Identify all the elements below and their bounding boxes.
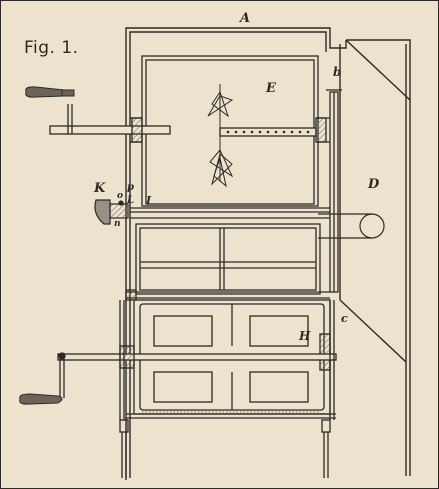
lower-crank-handle[interactable]	[19, 393, 63, 405]
label-c: c	[341, 312, 348, 325]
label-l: L	[126, 195, 134, 206]
label-p: p	[127, 182, 134, 193]
fan-paddles	[207, 84, 234, 188]
base-legs	[119, 300, 336, 478]
door-panel	[326, 89, 342, 293]
middle-tray	[125, 223, 330, 301]
pulley-wheel[interactable]	[318, 213, 385, 239]
label-o: o	[117, 191, 123, 201]
label-b: b	[333, 65, 341, 79]
label-e: E	[265, 81, 277, 96]
rail-i	[130, 207, 330, 219]
label-i: I	[145, 194, 152, 207]
label-a: A	[238, 11, 250, 26]
knob-k[interactable]	[94, 199, 129, 225]
label-d: D	[367, 177, 380, 192]
figure-caption: Fig. 1.	[24, 38, 79, 58]
upper-crank-handle[interactable]	[25, 86, 75, 98]
label-h: H	[298, 329, 311, 343]
label-k: K	[93, 181, 106, 196]
outer-housing	[125, 27, 411, 480]
upper-shaft[interactable]	[49, 104, 327, 143]
label-n: n	[114, 219, 121, 229]
